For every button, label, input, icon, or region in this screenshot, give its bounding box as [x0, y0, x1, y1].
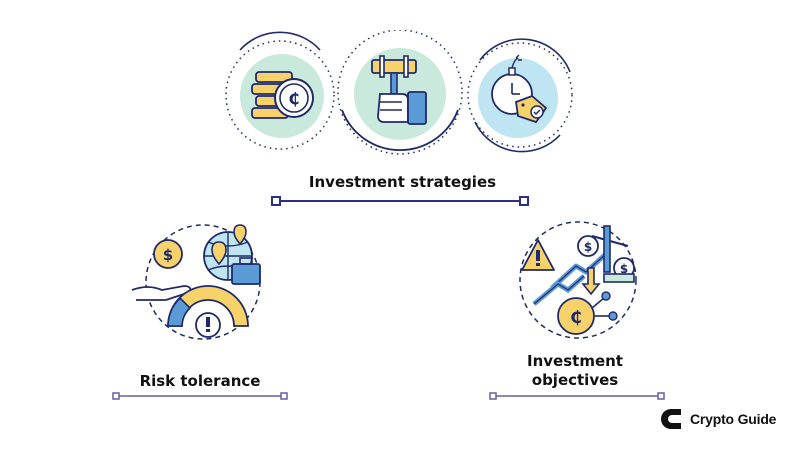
svg-text:$: $ [163, 246, 173, 264]
gavel-hand-icon [337, 30, 463, 155]
label-risk-tolerance: Risk tolerance [139, 372, 261, 390]
brand-logo: Crypto Guide [660, 405, 776, 433]
label-investment-objectives-line1: Investment [527, 352, 623, 370]
label-investment-objectives: Investment objectives [505, 352, 645, 390]
brand-name: Crypto Guide [690, 411, 777, 427]
connector-line-top [270, 194, 530, 208]
label-investment-strategies: Investment strategies [308, 173, 497, 191]
top-icon-group: ₵ [220, 30, 580, 165]
svg-text:₵: ₵ [288, 89, 299, 108]
svg-text:$: $ [620, 262, 628, 276]
connector-line-left [110, 390, 290, 402]
label-investment-objectives-line2: objectives [531, 371, 619, 389]
connector-line-right [487, 390, 667, 402]
svg-text:$: $ [584, 240, 592, 254]
stopwatch-tag-icon [467, 38, 573, 153]
svg-text:₵: ₵ [570, 308, 582, 328]
risk-gauge-icon: $ [128, 222, 268, 347]
crypto-guide-logo-icon [661, 409, 681, 429]
target-objectives-icon: $ $ ₵ [512, 212, 647, 347]
coin-stack-icon: ₵ [225, 31, 335, 150]
